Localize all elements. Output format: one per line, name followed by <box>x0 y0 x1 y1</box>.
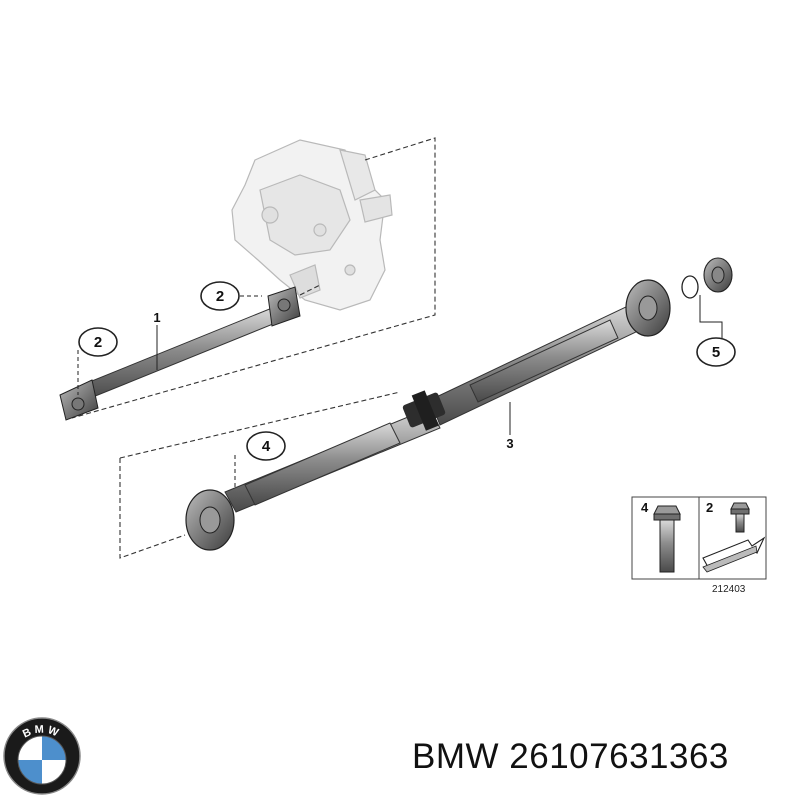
callout-2-top: 2 <box>200 281 240 311</box>
rear-driveshaft <box>185 279 671 551</box>
callout-4: 4 <box>246 431 286 461</box>
assembly-boundary <box>71 137 436 559</box>
front-driveshaft <box>59 286 301 421</box>
diagram-code: 212403 <box>712 584 746 595</box>
callout-5: 5 <box>696 337 736 367</box>
brand-part-number: BMW 26107631363 <box>412 737 729 777</box>
part-number: 26107631363 <box>509 737 729 776</box>
leader-lines <box>77 295 723 490</box>
svg-text:BMW: BMW <box>21 724 63 741</box>
svg-text:2: 2 <box>216 288 224 305</box>
bolt-icon <box>653 505 681 573</box>
svg-text:2: 2 <box>94 334 102 351</box>
callout-2-left: 2 <box>78 327 118 357</box>
label-3: 3 <box>506 436 513 451</box>
inset-label-2: 2 <box>706 500 713 515</box>
small-bolt-icon <box>730 502 750 533</box>
svg-text:4: 4 <box>262 438 271 455</box>
inset-label-4: 4 <box>641 500 649 515</box>
centering-sleeve <box>681 257 733 299</box>
bmw-logo: BMW <box>3 717 81 795</box>
brand-name: BMW <box>412 737 500 776</box>
fastener-inset: 4 2 <box>631 496 767 580</box>
svg-text:5: 5 <box>712 344 720 361</box>
label-1: 1 <box>153 310 160 325</box>
arrow-icon <box>702 536 766 573</box>
transfer-case <box>231 139 393 311</box>
